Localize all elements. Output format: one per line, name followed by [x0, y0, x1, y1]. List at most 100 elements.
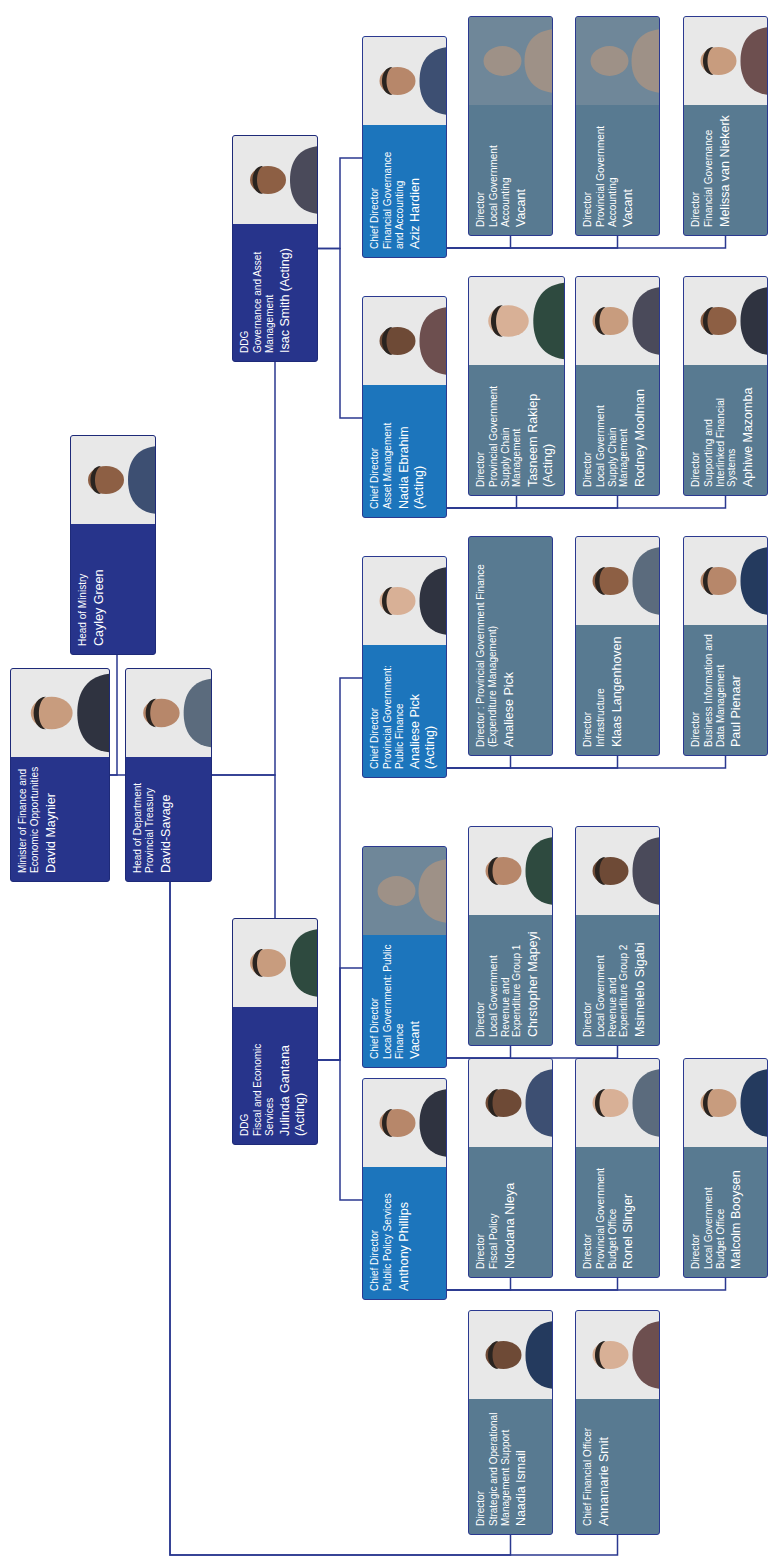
silhouette-body [525, 29, 554, 93]
reporting-line [447, 496, 517, 508]
silhouette-head [484, 46, 522, 76]
reporting-line [212, 775, 275, 918]
portrait-head [486, 857, 522, 885]
portrait-body [290, 929, 318, 997]
portrait-photo [363, 1079, 447, 1167]
portrait-hair [595, 1341, 606, 1369]
portrait-hair [382, 327, 393, 355]
vacant-silhouette [469, 17, 553, 105]
portrait-head [701, 567, 737, 595]
portrait-body [77, 673, 110, 752]
director-box: DirectorProvincial Government Budget Off… [575, 1058, 660, 1278]
portrait-photo [469, 1059, 553, 1147]
role-title: Fiscal Policy [488, 1156, 500, 1269]
portrait-hair [595, 567, 606, 595]
reporting-line [110, 655, 117, 775]
role-title: Director [690, 374, 702, 487]
text-block: DirectorProvincial Government Accounting… [576, 106, 642, 235]
role-title: Chief Director [369, 944, 381, 1059]
portrait-head [250, 949, 286, 977]
role-title: Infrastructure [595, 634, 607, 747]
chief-director-box: Chief DirectorLocal Government: Public F… [362, 846, 447, 1068]
executive-box: Head of Department Provincial TreasuryDa… [125, 668, 212, 882]
text-block: DirectorFiscal PolicyNdodana Nleya [469, 1148, 524, 1277]
role-title: Director [582, 634, 594, 747]
portrait-hair [382, 587, 393, 615]
reporting-line [447, 236, 726, 248]
role-title: Provincial Government Budget Office [595, 1156, 619, 1269]
portrait-body [128, 446, 156, 514]
portrait-hair [488, 1089, 499, 1117]
reporting-line [447, 1046, 511, 1058]
text-block: DirectorSupporting and Interlinked Finan… [684, 366, 762, 495]
portrait-photo [576, 827, 660, 915]
person-name: Msimelelo Sigabi [633, 924, 648, 1037]
person-name: Analiese Pick [502, 546, 517, 747]
person-name: Rodney Moolman [633, 374, 648, 487]
portrait-head [593, 567, 629, 595]
person-name: Ndodana Nleya [503, 1156, 518, 1269]
portrait-photo [469, 827, 553, 915]
portrait-head [593, 307, 629, 335]
role-title: Local Government Revenue and Expenditure… [595, 924, 630, 1037]
photo-ground [576, 1311, 660, 1399]
role-title: Director [582, 114, 594, 227]
portrait-head [486, 1089, 522, 1117]
portrait-photo [363, 37, 447, 125]
executive-box: Minister of Finance and Economic Opportu… [10, 668, 110, 882]
portrait-hair [253, 166, 264, 194]
portrait-hair [703, 307, 714, 335]
role-title: Financial Governance and Accounting [382, 134, 406, 249]
text-block: Chief DirectorPublic Policy ServicesAnth… [363, 1168, 418, 1299]
portrait-head [380, 67, 416, 95]
text-block: DirectorBusiness Information and Data Ma… [684, 626, 750, 755]
portrait-head [31, 697, 73, 730]
reporting-line [212, 362, 275, 775]
role-title: Financial Governance [703, 114, 715, 227]
portrait-photo [684, 17, 768, 105]
role-title: Director [582, 924, 594, 1037]
portrait-hair [491, 305, 503, 337]
portrait-body [526, 1321, 554, 1389]
person-name: Aziz Hardien [408, 134, 423, 249]
reporting-line [447, 236, 618, 248]
text-block: Chief Financial OfficerAnnamarie Smit [576, 1400, 618, 1534]
portrait-body [633, 547, 661, 615]
executive-box: DDGGovernance and Asset ManagementIsac S… [232, 135, 318, 362]
reporting-line [447, 756, 618, 768]
portrait-head [701, 307, 737, 335]
text-block: Chief DirectorFinancial Governance and A… [363, 126, 429, 257]
portrait-body [741, 27, 769, 95]
executive-box: DDGFiscal and Economic ServicesJulinda G… [232, 918, 318, 1145]
portrait-body [741, 547, 769, 615]
text-block: DirectorFinancial GovernanceMelissa van … [684, 106, 739, 235]
portrait-body [420, 307, 448, 375]
director-box: DirectorLocal Government Revenue and Exp… [575, 826, 660, 1046]
person-name: Malcolm Booysen [729, 1156, 744, 1269]
portrait-photo [126, 669, 212, 757]
portrait-hair [595, 1089, 606, 1117]
role-title: Director [475, 924, 487, 1037]
director-box: DirectorLocal Government Revenue and Exp… [468, 826, 553, 1046]
director-box: DirectorInfrastructureKlaas Langenhoven [575, 536, 660, 756]
reporting-line [318, 678, 362, 1060]
role-title: Fiscal and Economic Services [252, 1016, 276, 1136]
person-name: Naadia Ismail [514, 1408, 529, 1526]
person-name: Nadia Ebrahim (Acting) [397, 394, 427, 509]
chief-director-box: Chief DirectorProvincial Government: Pub… [362, 556, 447, 778]
silhouette-head [378, 876, 416, 906]
role-title: Local Government Accounting [488, 114, 512, 227]
person-name: Chrstopher Mapeyi [526, 924, 541, 1037]
photo-ground [469, 277, 565, 365]
director-box: DirectorFinancial GovernanceMelissa van … [683, 16, 768, 236]
text-block: Minister of Finance and Economic Opportu… [11, 758, 65, 881]
portrait-head [488, 305, 529, 337]
person-name: Isac Smith (Acting) [278, 233, 293, 353]
photo-ground [363, 557, 447, 645]
chief-director-box: Chief DirectorFinancial Governance and A… [362, 36, 447, 258]
portrait-photo [11, 669, 110, 757]
photo-ground [576, 17, 660, 105]
portrait-body [184, 679, 212, 748]
reporting-line [447, 1278, 726, 1290]
portrait-head [486, 1341, 522, 1369]
